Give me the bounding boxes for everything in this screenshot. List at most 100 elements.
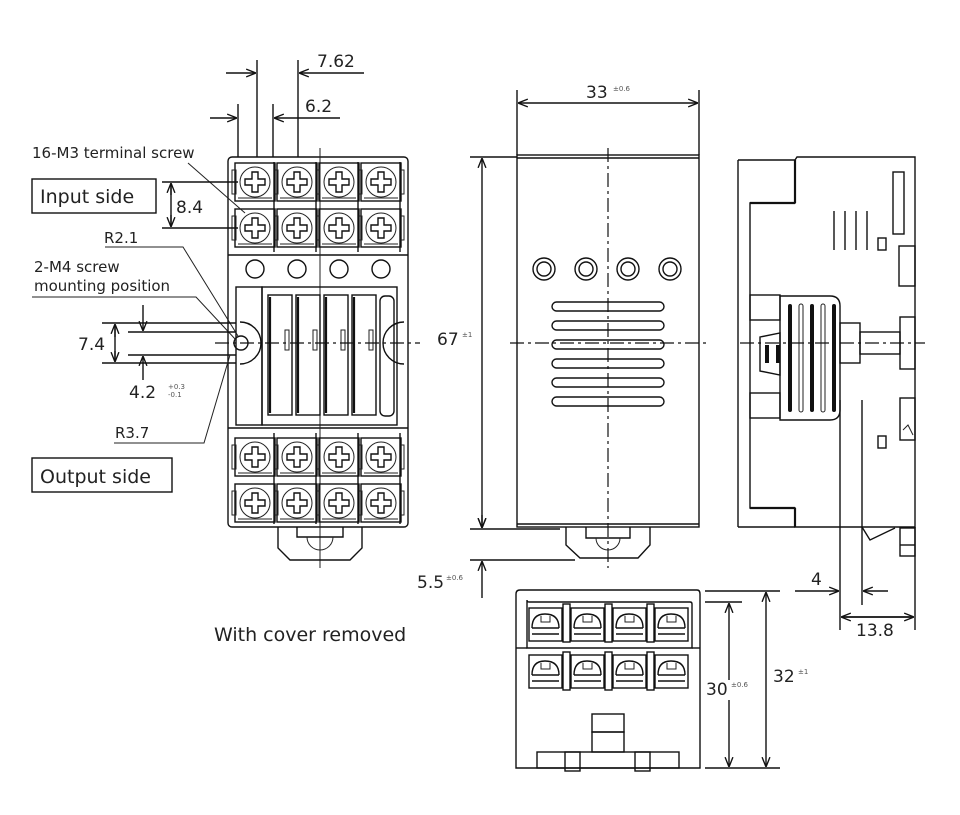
terminal-screw-icon bbox=[231, 208, 279, 248]
relay-modules bbox=[267, 294, 395, 417]
label-mounting-line2: mounting position bbox=[34, 277, 170, 295]
input-side-box bbox=[31, 178, 157, 214]
indicator-holes bbox=[245, 259, 391, 279]
dim-32-tol: ±1 bbox=[798, 668, 808, 676]
coil-winding bbox=[798, 303, 804, 413]
bottom-view: 30 ±0.6 32 ±1 bbox=[515, 589, 808, 772]
bottom-terminal-icon bbox=[654, 654, 689, 689]
dim-33: 33 bbox=[586, 83, 608, 103]
dim-5-5: 5.5 bbox=[417, 573, 444, 593]
vent-slot bbox=[551, 339, 665, 350]
relay-module bbox=[351, 294, 377, 416]
dim-67-tol: ±1 bbox=[462, 331, 472, 339]
bottom-terminal-icon bbox=[654, 607, 689, 642]
bottom-terminal-icon bbox=[528, 654, 563, 689]
socket-body-outline bbox=[227, 156, 409, 528]
front-view-cover-removed: 7.62 6.2 16-M3 terminal screw Input side… bbox=[31, 52, 420, 646]
bottom-terminal-icon bbox=[528, 607, 563, 642]
label-mounting-line1: 2-M4 screw bbox=[34, 258, 120, 276]
vent-slots bbox=[551, 301, 665, 407]
label-output-side: Output side bbox=[40, 466, 151, 488]
terminal-divider bbox=[604, 603, 613, 643]
dim-r3-7: R3.7 bbox=[115, 424, 149, 442]
relay-module bbox=[295, 294, 321, 416]
terminal-screw-icon bbox=[231, 437, 279, 477]
terminal-screw-icon bbox=[357, 483, 405, 523]
dim-13-8: 13.8 bbox=[856, 621, 894, 641]
terminal-screw-icon bbox=[315, 162, 363, 202]
terminal-screw-icon bbox=[357, 208, 405, 248]
relay-module bbox=[267, 294, 293, 416]
bottom-terminal-icon bbox=[570, 607, 605, 642]
front-view-cover: 33 ±0.6 67 ±1 5.5 ±0.6 bbox=[417, 83, 707, 598]
terminal-screw-icon bbox=[273, 162, 321, 202]
dim-4-2-tol-upper: +0.3 bbox=[168, 383, 185, 391]
vent-slot bbox=[551, 358, 665, 369]
terminal-screw-icon bbox=[357, 162, 405, 202]
indicator-lamp-icon bbox=[616, 257, 640, 281]
terminal-screw-icon bbox=[357, 437, 405, 477]
dim-4: 4 bbox=[811, 570, 822, 590]
bottom-terminals bbox=[528, 603, 689, 691]
relay-module bbox=[323, 294, 349, 416]
cover-din-latch bbox=[565, 527, 651, 559]
dim-32: 32 bbox=[773, 667, 795, 687]
indicator-hole-icon bbox=[329, 259, 349, 279]
relay-area bbox=[261, 286, 398, 426]
dim-67: 67 bbox=[437, 330, 459, 350]
terminal-screw-icon bbox=[231, 162, 279, 202]
side-relay bbox=[779, 295, 841, 421]
dim-5-5-tol: ±0.6 bbox=[446, 574, 464, 582]
terminal-divider bbox=[562, 603, 571, 643]
output-terminal-block bbox=[231, 433, 405, 524]
dim-33-tol: ±0.6 bbox=[613, 85, 631, 93]
indicator-hole-icon bbox=[245, 259, 265, 279]
terminal-screw-icon bbox=[231, 483, 279, 523]
terminal-divider bbox=[646, 603, 655, 643]
terminal-screw-icon bbox=[273, 483, 321, 523]
bottom-outline bbox=[515, 589, 701, 769]
input-terminal-block bbox=[231, 162, 405, 252]
output-side-box bbox=[31, 457, 173, 493]
side-outline bbox=[738, 156, 916, 528]
cover-indicator-holes bbox=[532, 257, 682, 281]
vent-slot bbox=[551, 301, 665, 312]
dim-7-62: 7.62 bbox=[317, 52, 355, 72]
coil-winding bbox=[820, 303, 826, 413]
dim-4-2-tol-lower: -0.1 bbox=[168, 391, 182, 399]
bottom-terminal-icon bbox=[570, 654, 605, 689]
dim-30-tol: ±0.6 bbox=[731, 681, 749, 689]
bottom-terminal-icon bbox=[612, 654, 647, 689]
indicator-lamp-icon bbox=[574, 257, 598, 281]
caption-cover-removed: With cover removed bbox=[214, 624, 406, 646]
terminal-divider bbox=[604, 651, 613, 691]
terminal-divider bbox=[646, 651, 655, 691]
side-view: 4 13.8 bbox=[737, 156, 925, 641]
indicator-hole-icon bbox=[371, 259, 391, 279]
terminal-screw-icon bbox=[273, 208, 321, 248]
dim-4-2: 4.2 bbox=[129, 383, 156, 403]
terminal-screw-icon bbox=[315, 437, 363, 477]
vent-slot bbox=[551, 320, 665, 331]
dim-8-4: 8.4 bbox=[176, 198, 203, 218]
vent-slot bbox=[551, 396, 665, 407]
terminal-screw-icon bbox=[273, 437, 321, 477]
terminal-screw-icon bbox=[315, 208, 363, 248]
coil-winding bbox=[788, 304, 792, 412]
din-latch bbox=[277, 527, 363, 561]
indicator-lamp-icon bbox=[532, 257, 556, 281]
dim-30: 30 bbox=[706, 680, 728, 700]
terminal-screw-icon bbox=[315, 483, 363, 523]
label-terminal-screw: 16-M3 terminal screw bbox=[32, 144, 195, 162]
terminal-divider bbox=[562, 651, 571, 691]
dim-6-2: 6.2 bbox=[305, 97, 332, 117]
vent-slot bbox=[551, 377, 665, 388]
indicator-lamp-icon bbox=[658, 257, 682, 281]
label-input-side: Input side bbox=[40, 186, 134, 208]
indicator-hole-icon bbox=[287, 259, 307, 279]
dim-r2-1: R2.1 bbox=[104, 229, 138, 247]
coil-winding bbox=[810, 304, 814, 412]
bottom-terminal-icon bbox=[612, 607, 647, 642]
coil-winding bbox=[832, 304, 836, 412]
